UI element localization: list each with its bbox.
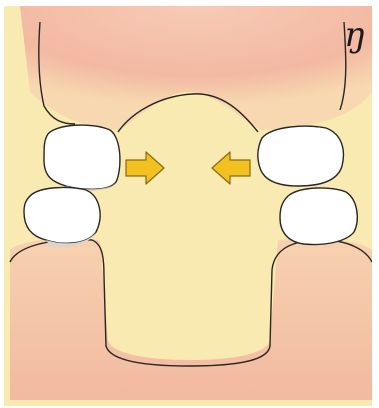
right-edge bbox=[372, 0, 379, 408]
corner-text: ŋ bbox=[344, 18, 366, 52]
lower-right-tooth bbox=[280, 188, 357, 245]
left-edge-blank bbox=[0, 0, 4, 408]
lower-left-tooth bbox=[24, 188, 100, 244]
upper-left-tooth bbox=[44, 125, 120, 189]
upper-right-tooth bbox=[258, 126, 344, 186]
